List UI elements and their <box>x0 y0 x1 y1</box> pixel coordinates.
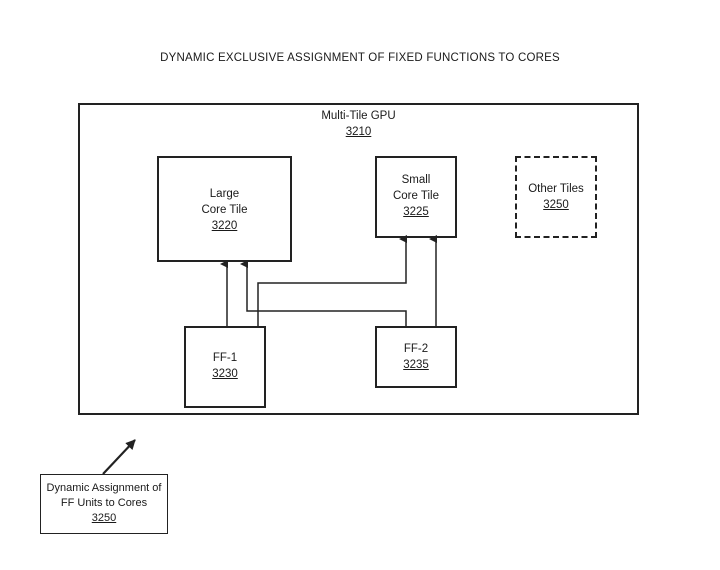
ff1-ref: 3230 <box>212 368 238 380</box>
ff1-box <box>184 326 266 408</box>
ff2-to-large-arrow <box>240 260 407 326</box>
multi-tile-gpu-name: Multi-Tile GPU <box>321 110 396 122</box>
large-core-tile-line1: Large <box>209 188 240 200</box>
ff1-to-small-arrow <box>257 235 407 326</box>
dynamic-assignment-line1: Dynamic Assignment of <box>46 482 162 494</box>
ff2-ref: 3235 <box>403 359 429 371</box>
other-tiles-box <box>515 156 597 238</box>
dynamic-assignment-box <box>40 474 168 534</box>
other-tiles-name: Other Tiles <box>528 183 584 195</box>
dynamic-assignment-line2: FF Units to Cores <box>60 497 148 509</box>
large-core-tile-ref: 3220 <box>211 220 238 232</box>
dynamic-assignment-ref: 3250 <box>91 512 117 524</box>
large-core-tile-label: Large Core Tile 3220 <box>157 186 292 234</box>
ff2-name: FF-2 <box>403 343 429 355</box>
small-core-tile-line1: Small <box>401 174 431 186</box>
large-core-tile-box <box>157 156 292 262</box>
other-tiles-ref: 3250 <box>543 199 569 211</box>
small-core-tile-line2: Core Tile <box>392 190 440 202</box>
diagram-title: DYNAMIC EXCLUSIVE ASSIGNMENT OF FIXED FU… <box>160 52 560 64</box>
ff1-name: FF-1 <box>212 352 238 364</box>
ff2-label: FF-2 3235 <box>375 341 457 373</box>
ff1-label: FF-1 3230 <box>184 350 266 382</box>
small-core-tile-label: Small Core Tile 3225 <box>375 172 457 220</box>
dynamic-assignment-label: Dynamic Assignment of FF Units to Cores … <box>38 481 170 526</box>
multi-tile-gpu-ref: 3210 <box>345 126 372 138</box>
ff2-box <box>375 326 457 388</box>
large-core-tile-line2: Core Tile <box>201 204 248 216</box>
small-core-tile-box <box>375 156 457 238</box>
multi-tile-gpu-label: Multi-Tile GPU 3210 <box>78 108 639 140</box>
assignment-pointer-arrow <box>102 439 136 475</box>
other-tiles-label: Other Tiles 3250 <box>515 181 597 213</box>
small-core-tile-ref: 3225 <box>403 206 429 218</box>
